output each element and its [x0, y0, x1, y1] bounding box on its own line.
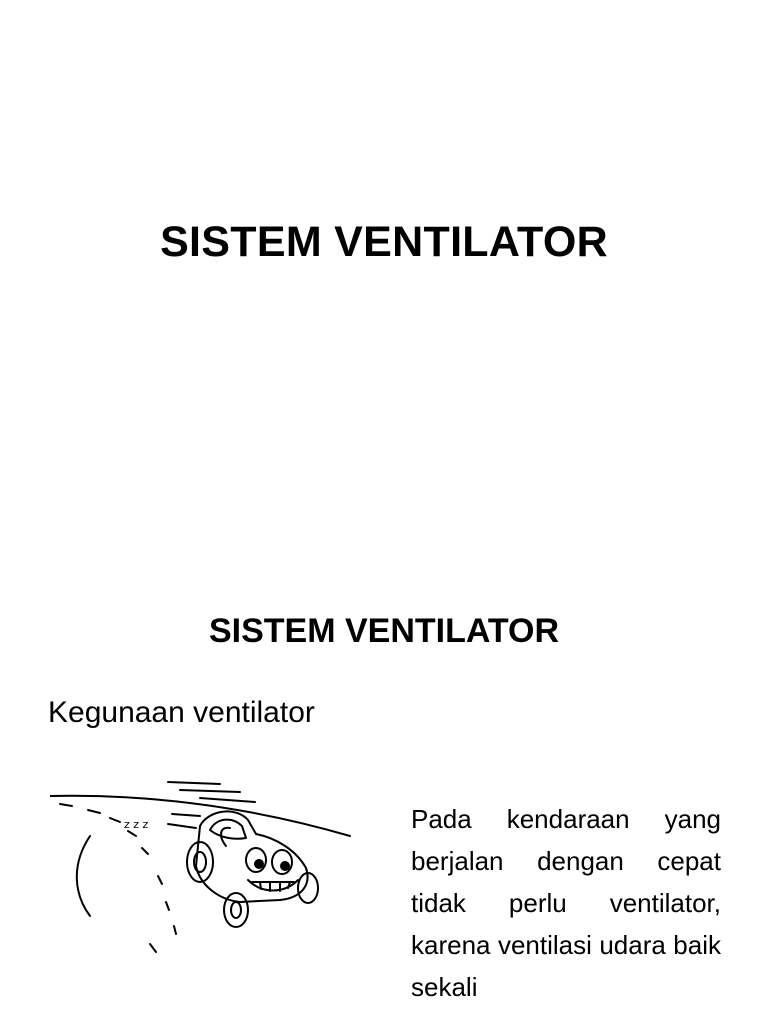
- slide-1: SISTEM VENTILATOR: [160, 218, 608, 266]
- slide-2-title: SISTEM VENTILATOR: [208, 612, 560, 650]
- slide-2: SISTEM VENTILATOR Kegunaan ventilator z …: [0, 576, 768, 1024]
- subheading: Kegunaan ventilator: [48, 696, 315, 729]
- body-text: Pada kendaraan yang berjalan dengan cepa…: [411, 804, 721, 1002]
- svg-text:z z z: z z z: [124, 818, 149, 831]
- cartoon-speeding-car-icon: z z z: [50, 781, 351, 953]
- slide-1-title: SISTEM VENTILATOR: [160, 218, 608, 266]
